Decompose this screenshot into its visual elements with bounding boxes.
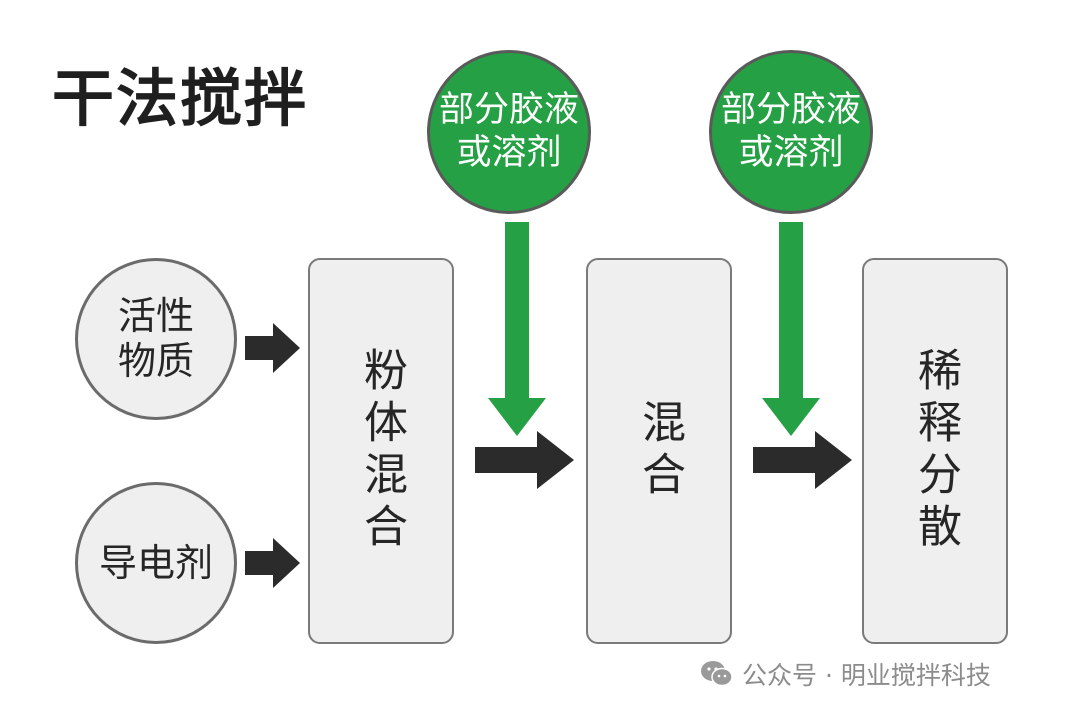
input-conductive-agent: 导电剂: [75, 482, 237, 644]
watermark: 公众号 · 明业搅拌科技: [700, 656, 991, 692]
step-label-mixing: 混合: [634, 399, 685, 503]
arrow-powder-to-mixing: [475, 431, 574, 489]
watermark-text: 公众号 · 明业搅拌科技: [742, 661, 991, 690]
arrow-conductive-to-powder: [245, 538, 300, 588]
step-box-dilution-dispersion: 稀释分散: [862, 258, 1008, 644]
additive-circle-2: 部分胶液或溶剂: [709, 50, 873, 214]
green-arrow-1: [488, 222, 546, 436]
input-conductive-agent-label: 导电剂: [98, 540, 213, 585]
step-box-powder-mixing: 粉体混合: [308, 258, 454, 644]
additive-label-1: 部分胶液或溶剂: [438, 90, 579, 173]
step-box-mixing: 混合: [586, 258, 732, 644]
additive-circle-1: 部分胶液或溶剂: [427, 50, 591, 214]
step-label-dilution-dispersion: 稀释分散: [910, 347, 961, 555]
green-arrow-2: [762, 222, 820, 436]
input-active-material: 活性物质: [75, 258, 237, 420]
arrow-mixing-to-dilution: [753, 431, 852, 489]
wechat-icon: [701, 661, 733, 687]
input-active-material-label: 活性物质: [117, 294, 194, 383]
arrow-active-material-to-powder: [245, 323, 300, 373]
step-label-powder-mixing: 粉体混合: [356, 347, 407, 555]
diagram-title: 干法搅拌: [52, 62, 309, 135]
additive-label-2: 部分胶液或溶剂: [720, 90, 861, 173]
